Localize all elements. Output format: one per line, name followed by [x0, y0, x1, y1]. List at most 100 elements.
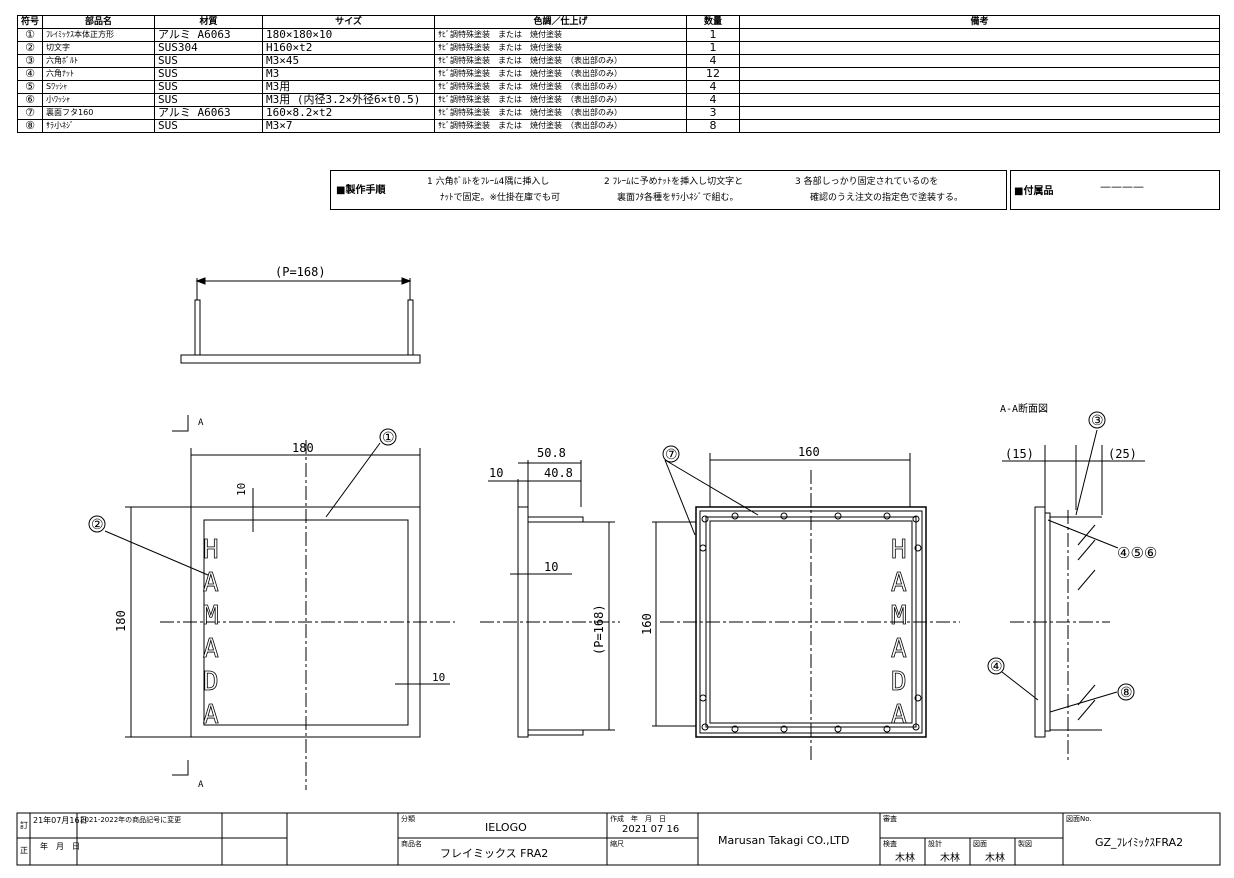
created-label: 作成 年 月 日: [610, 815, 666, 823]
callout-2: ②: [91, 517, 104, 533]
side-width-dim-2: 40.8: [544, 466, 573, 480]
letter-1: A: [891, 568, 907, 598]
screw: [834, 512, 842, 520]
side-view: [480, 460, 620, 738]
section-mark-bottom: A: [198, 780, 204, 790]
callout-456: ④⑤⑥: [1117, 544, 1157, 562]
side-offset-dim: 10: [489, 466, 503, 480]
category-value: IELOGO: [485, 821, 527, 834]
screw: [731, 725, 739, 733]
draw2-label: 製図: [1018, 840, 1032, 848]
rev-date: 21年07月16日: [33, 816, 88, 825]
screw: [699, 544, 707, 552]
section-title: A-A断面図: [1000, 402, 1048, 415]
letter-5: A: [891, 700, 907, 730]
dwg-no-label: 図面No.: [1066, 815, 1092, 823]
cell-no: ⑧: [16, 119, 44, 133]
letter-0: H: [203, 535, 219, 565]
screw: [701, 723, 709, 731]
screw: [914, 544, 922, 552]
cell-size: M3×7: [262, 119, 436, 133]
procedure-title: ■製作手順: [336, 185, 386, 196]
procedure-step3-line1: 3 各部しっかり固定されているのを: [795, 177, 939, 187]
rev-label-2: 正: [20, 846, 28, 855]
callouts: [88, 411, 1135, 701]
category-label: 分類: [401, 815, 415, 823]
parts-table-header: 符号 部品名 材質 サイズ 色調／仕上げ 数量 備考: [16, 15, 1220, 29]
callout-3: ③: [1091, 413, 1104, 429]
scale-label: 縮尺: [610, 840, 624, 848]
draw-label: 図面: [973, 840, 987, 848]
front-offset-dim-2: 10: [432, 671, 445, 684]
screw: [914, 694, 922, 702]
drawer-value: 木林: [985, 853, 1005, 864]
side-pitch-dim: (P=168): [592, 604, 606, 655]
cell-qty: 8: [686, 119, 741, 133]
screw: [780, 512, 788, 520]
front-height-dim: 180: [114, 610, 128, 632]
letter-2: M: [203, 601, 219, 631]
checker-value: 木林: [895, 853, 915, 864]
back-height-dim: 160: [640, 613, 654, 635]
letter-2: M: [891, 601, 907, 631]
top-view: [180, 277, 421, 364]
front-view: [104, 415, 455, 790]
screw: [701, 515, 709, 523]
cell-note: [739, 119, 1220, 133]
accessory-box: [1010, 170, 1220, 210]
procedure-step1-line1: 1 六角ﾎﾞﾙﾄをﾌﾚｰﾑ4隅に挿入し: [427, 177, 550, 187]
screw: [699, 694, 707, 702]
callout-7: ⑦: [665, 447, 678, 463]
designer-value: 木林: [940, 853, 960, 864]
product-value: フレイミックス FRA2: [440, 847, 549, 860]
side-offset-dim-2: 10: [544, 560, 558, 574]
screw: [731, 512, 739, 520]
callout-1: ①: [382, 430, 395, 446]
product-label: 商品名: [401, 840, 422, 848]
dwg-no-value: GZ_ﾌﾚｲﾐｯｸｽFRA2: [1095, 836, 1184, 849]
front-offset-dim: 10: [235, 483, 248, 496]
section-dim-15: (15): [1005, 447, 1034, 461]
screw: [834, 725, 842, 733]
screws: [699, 512, 922, 733]
approve-label: 審査: [883, 815, 897, 823]
company-name: Marusan Takagi CO.,LTD: [718, 834, 850, 847]
back-width-dim: 160: [798, 445, 820, 459]
letter-5: A: [203, 700, 219, 730]
screw: [883, 512, 891, 520]
screw: [780, 725, 788, 733]
accessory-label: ■付属品: [1014, 186, 1054, 197]
procedure-step1-line2: ﾅｯﾄで固定。※仕掛在庫でも可: [440, 193, 561, 203]
callout-8: ⑧: [1120, 685, 1133, 701]
side-width-dim: 50.8: [537, 446, 566, 460]
front-width-dim: 180: [292, 441, 314, 455]
rev-date-2: 年 月 日: [40, 842, 80, 851]
checker-label: 検査: [883, 840, 897, 848]
screw: [883, 725, 891, 733]
letter-4: D: [891, 667, 907, 697]
procedure-step2-line2: 裏面ﾌﾀ各種をｻﾗ小ﾈｼﾞで組む。: [617, 193, 739, 203]
rev-label-1: 訂: [20, 821, 28, 830]
procedure-step3-line2: 確認のうえ注文の指定色で塗装する。: [810, 193, 964, 203]
section-view: [1001, 429, 1145, 760]
procedure-step2-line1: 2 ﾌﾚｰﾑに予めﾅｯﾄを挿入し切文字と: [604, 177, 744, 187]
screw: [912, 723, 920, 731]
letter-0: H: [891, 535, 907, 565]
letter-3: A: [203, 634, 219, 664]
rev-text: 2021-2022年の商品記号に変更: [80, 816, 182, 824]
procedure-box: [330, 170, 1007, 210]
section-dim-25: (25): [1108, 447, 1137, 461]
design-label: 設計: [928, 840, 942, 848]
top-pitch-dim: (P=168): [275, 265, 326, 279]
back-view: [652, 453, 960, 760]
letter-3: A: [891, 634, 907, 664]
title-block: [16, 812, 1221, 866]
accessory-value: ————: [1100, 180, 1144, 193]
